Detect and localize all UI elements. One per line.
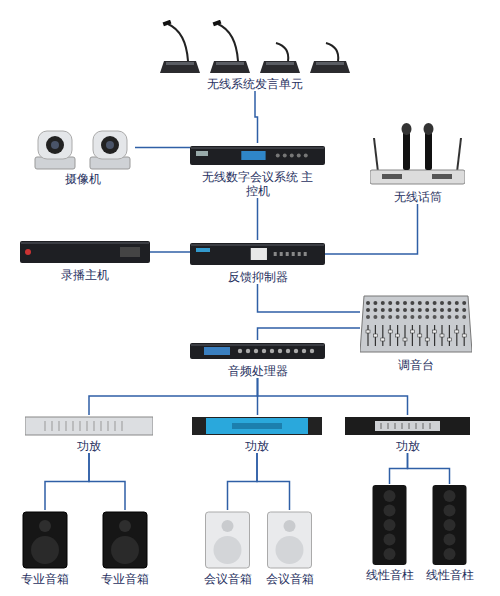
rack-unit-illustration [190,143,325,168]
device-label: 线性音柱 [422,568,477,582]
device-label: 功放 [201,439,313,453]
device-node: 会议音箱 [262,510,317,586]
device-graphic [192,415,322,437]
device-node: 无线数字会议系统 主控机 [190,143,325,198]
signal-line [228,453,258,510]
speaker-illustration [95,510,155,570]
camera-illustration [30,125,135,170]
device-label: 专业音箱 [15,572,75,586]
device-label: 线性音柱 [362,568,417,582]
signal-line [408,453,450,484]
device-graphic [20,238,150,266]
mixer-illustration [360,288,472,356]
device-node: 录播主机 [20,238,150,282]
device-label: 无线系统发言单元 [199,77,311,91]
device-label: 会议音箱 [262,572,317,586]
device-graphic [370,120,465,188]
device-graphic [30,125,135,170]
device-node: 功放 [192,415,322,453]
signal-line [257,453,290,510]
device-label: 摄像机 [30,172,135,186]
column-speaker-illustration [422,484,477,566]
amplifier-illustration [345,415,470,437]
device-graphic [95,510,155,570]
device-node: 功放 [345,415,470,453]
speaker-illustration [15,510,75,570]
device-node: 摄像机 [30,125,135,186]
signal-line [150,251,190,253]
signal-line [89,378,258,415]
device-node: 调音台 [360,288,472,372]
device-node: 会议音箱 [200,510,255,586]
device-graphic [200,510,255,570]
device-graphic [190,240,325,268]
signal-line [257,198,259,240]
amplifier-illustration [192,415,322,437]
device-graphic [262,510,317,570]
device-node: 无线系统发言单元 [150,20,360,91]
device-label: 功放 [352,439,464,453]
device-label: 功放 [33,439,145,453]
speaker-illustration [200,510,255,570]
device-graphic [360,288,472,356]
signal-line [325,204,418,254]
device-node: 功放 [25,415,153,453]
device-graphic [25,415,153,437]
device-label: 无线数字会议系统 主控机 [202,170,314,198]
wireless-mic-illustration [370,120,465,188]
column-speaker-illustration [362,484,417,566]
device-node: 无线话筒 [370,120,465,204]
signal-line [255,91,258,143]
device-node: 反馈抑制器 [190,240,325,284]
rack-unit-illustration [190,340,325,362]
device-label: 录播主机 [29,268,141,282]
device-label: 专业音箱 [95,572,155,586]
signal-line [45,453,89,510]
device-graphic [362,484,417,566]
device-label: 音频处理器 [202,364,314,378]
device-graphic [345,415,470,437]
device-label: 会议音箱 [200,572,255,586]
device-graphic [190,143,325,168]
device-node: 线性音柱 [422,484,477,582]
device-graphic [150,20,360,75]
amplifier-illustration [25,415,153,437]
speaker-illustration [262,510,317,570]
signal-line [258,378,408,415]
signal-line [258,328,361,340]
device-label: 反馈抑制器 [202,270,314,284]
rack-unit-illustration [20,238,150,266]
device-node: 音频处理器 [190,340,325,378]
device-graphic [15,510,75,570]
conference-mic-illustration [150,20,360,75]
signal-line [390,453,408,484]
device-graphic [190,340,325,362]
rack-unit-illustration [190,240,325,268]
device-graphic [422,484,477,566]
device-label: 无线话筒 [370,190,465,204]
signal-line [135,147,190,149]
signal-line [89,453,125,510]
device-node: 线性音柱 [362,484,417,582]
device-node: 专业音箱 [15,510,75,586]
device-node: 专业音箱 [95,510,155,586]
device-label: 调音台 [360,358,472,372]
signal-line [258,284,361,312]
